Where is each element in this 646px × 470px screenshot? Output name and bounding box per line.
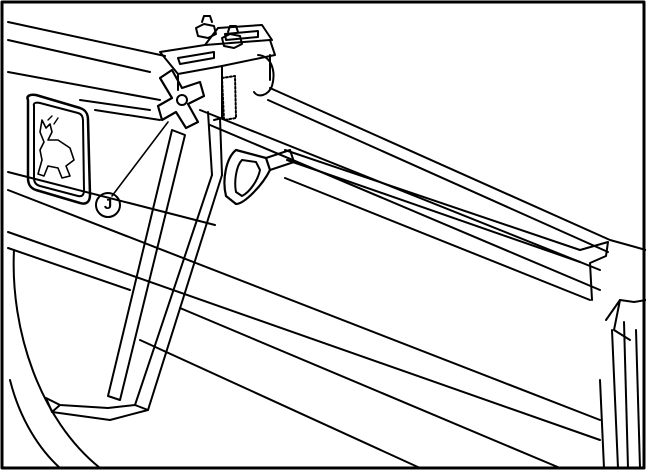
main-beam: [7, 21, 646, 469]
top-bracket: [159, 24, 276, 121]
john-deere-logo: [26, 93, 92, 205]
support-strap: [45, 111, 223, 421]
right-clamp: [599, 299, 646, 469]
callout-j: [95, 121, 169, 218]
lower-drum: [9, 249, 101, 469]
callout-label: J: [96, 195, 120, 215]
callout-label-text: J: [103, 196, 113, 213]
hex-nut-icon: [195, 15, 243, 49]
star-knob-icon: [156, 68, 206, 130]
d-ring-handle-icon: [223, 148, 295, 206]
